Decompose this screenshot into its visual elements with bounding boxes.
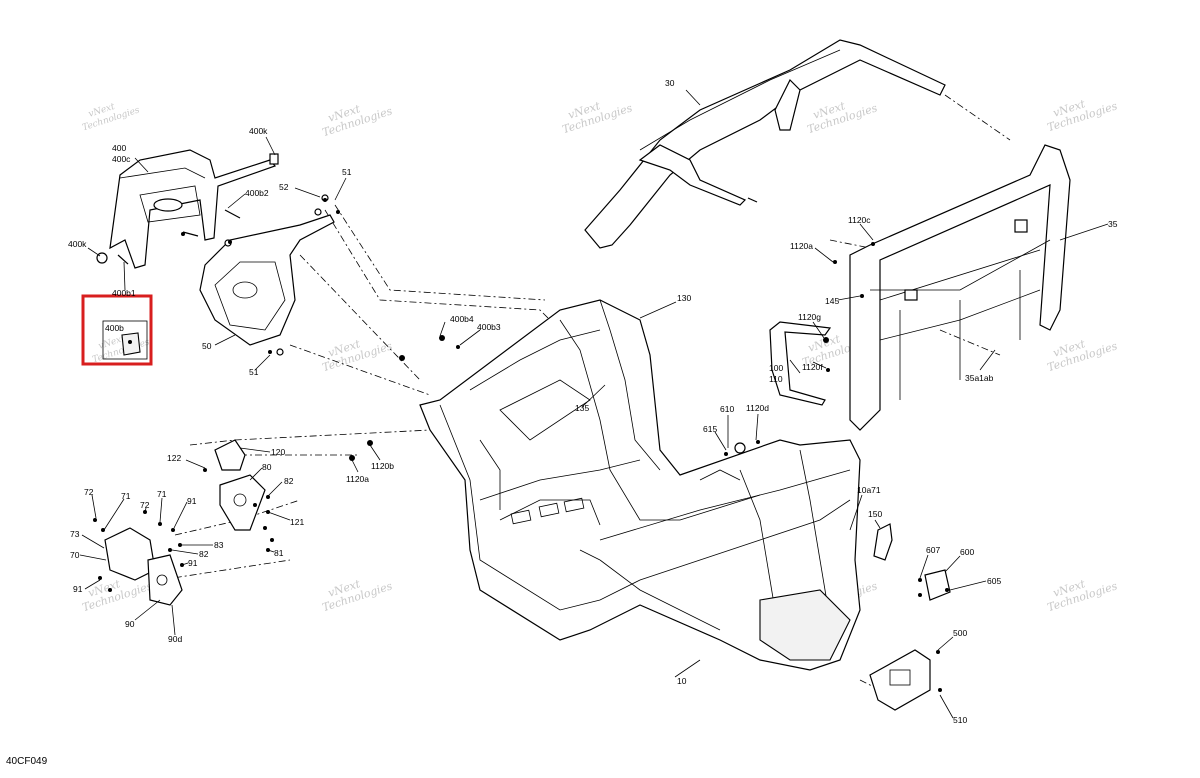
callout-400b: 400b	[105, 323, 124, 333]
left-lower-bracket	[104, 527, 183, 606]
right-parts	[734, 442, 951, 711]
fasteners	[93, 198, 949, 692]
callout-400b4: 400b4	[450, 314, 474, 324]
main-frame	[419, 299, 861, 671]
callout-1120f: 1120f	[802, 362, 823, 372]
callout-73: 73	[70, 529, 80, 539]
callout-83: 83	[214, 540, 224, 550]
callout-90: 90	[125, 619, 135, 629]
callout-35a1ab: 35a1ab	[965, 373, 994, 383]
callout-35: 35	[1108, 219, 1118, 229]
callout-400b3: 400b3	[477, 322, 501, 332]
callout-145: 145	[825, 296, 839, 306]
callout-150: 150	[868, 509, 882, 519]
callout-labels: 400k 400 400c 400b2 52 51 400k 400b1 400…	[68, 78, 1118, 725]
callout-51: 51	[342, 167, 352, 177]
callout-122: 122	[167, 453, 181, 463]
callout-400: 400	[112, 143, 126, 153]
callout-500: 500	[953, 628, 967, 638]
callout-400b1: 400b1	[112, 288, 136, 298]
callout-400k: 400k	[68, 239, 87, 249]
callout-607: 607	[926, 545, 940, 555]
callout-605: 605	[987, 576, 1001, 586]
callout-80: 80	[262, 462, 272, 472]
callout-130: 130	[677, 293, 691, 303]
left-bracket	[214, 439, 266, 531]
callout-100: 100	[769, 363, 783, 373]
leader-lines	[79, 89, 1109, 719]
callout-1120d: 1120d	[746, 403, 769, 413]
callout-90d: 90d	[168, 634, 182, 644]
callout-1120c: 1120c	[848, 215, 871, 225]
callout-82: 82	[284, 476, 294, 486]
callout-51: 51	[249, 367, 259, 377]
callout-510: 510	[953, 715, 967, 725]
callout-400b2: 400b2	[245, 188, 269, 198]
callout-91: 91	[73, 584, 83, 594]
callout-120: 120	[271, 447, 285, 457]
callout-10: 10	[677, 676, 687, 686]
callout-615: 615	[703, 424, 717, 434]
callout-1120g: 1120g	[798, 312, 821, 322]
callout-110: 110	[769, 374, 783, 384]
highlight-box-400b	[81, 294, 153, 366]
front-skid-panel	[199, 194, 335, 356]
callout-82: 82	[199, 549, 209, 559]
callout-91: 91	[187, 496, 197, 506]
front-bumper	[96, 149, 279, 269]
callout-1120b: 1120b	[371, 461, 394, 471]
rear-cage	[849, 144, 1071, 431]
callout-72: 72	[140, 500, 150, 510]
callout-400k: 400k	[249, 126, 268, 136]
callout-72: 72	[84, 487, 94, 497]
callout-1120a: 1120a	[790, 241, 813, 251]
callout-400c: 400c	[112, 154, 131, 164]
callout-71: 71	[157, 489, 167, 499]
callout-1120a: 1120a	[346, 474, 369, 484]
roll-cage	[584, 39, 946, 249]
callout-135: 135	[575, 403, 589, 413]
callout-30: 30	[665, 78, 675, 88]
callout-121: 121	[290, 517, 304, 527]
callout-81: 81	[274, 548, 284, 558]
callout-52: 52	[279, 182, 289, 192]
drawing-code: 40CF049	[6, 756, 48, 767]
callout-50: 50	[202, 341, 212, 351]
side-bar	[769, 321, 832, 406]
callout-70: 70	[70, 550, 80, 560]
callout-10a71: 10a71	[857, 485, 881, 495]
callout-91: 91	[188, 558, 198, 568]
callout-71: 71	[121, 491, 131, 501]
callout-600: 600	[960, 547, 974, 557]
callout-610: 610	[720, 404, 734, 414]
